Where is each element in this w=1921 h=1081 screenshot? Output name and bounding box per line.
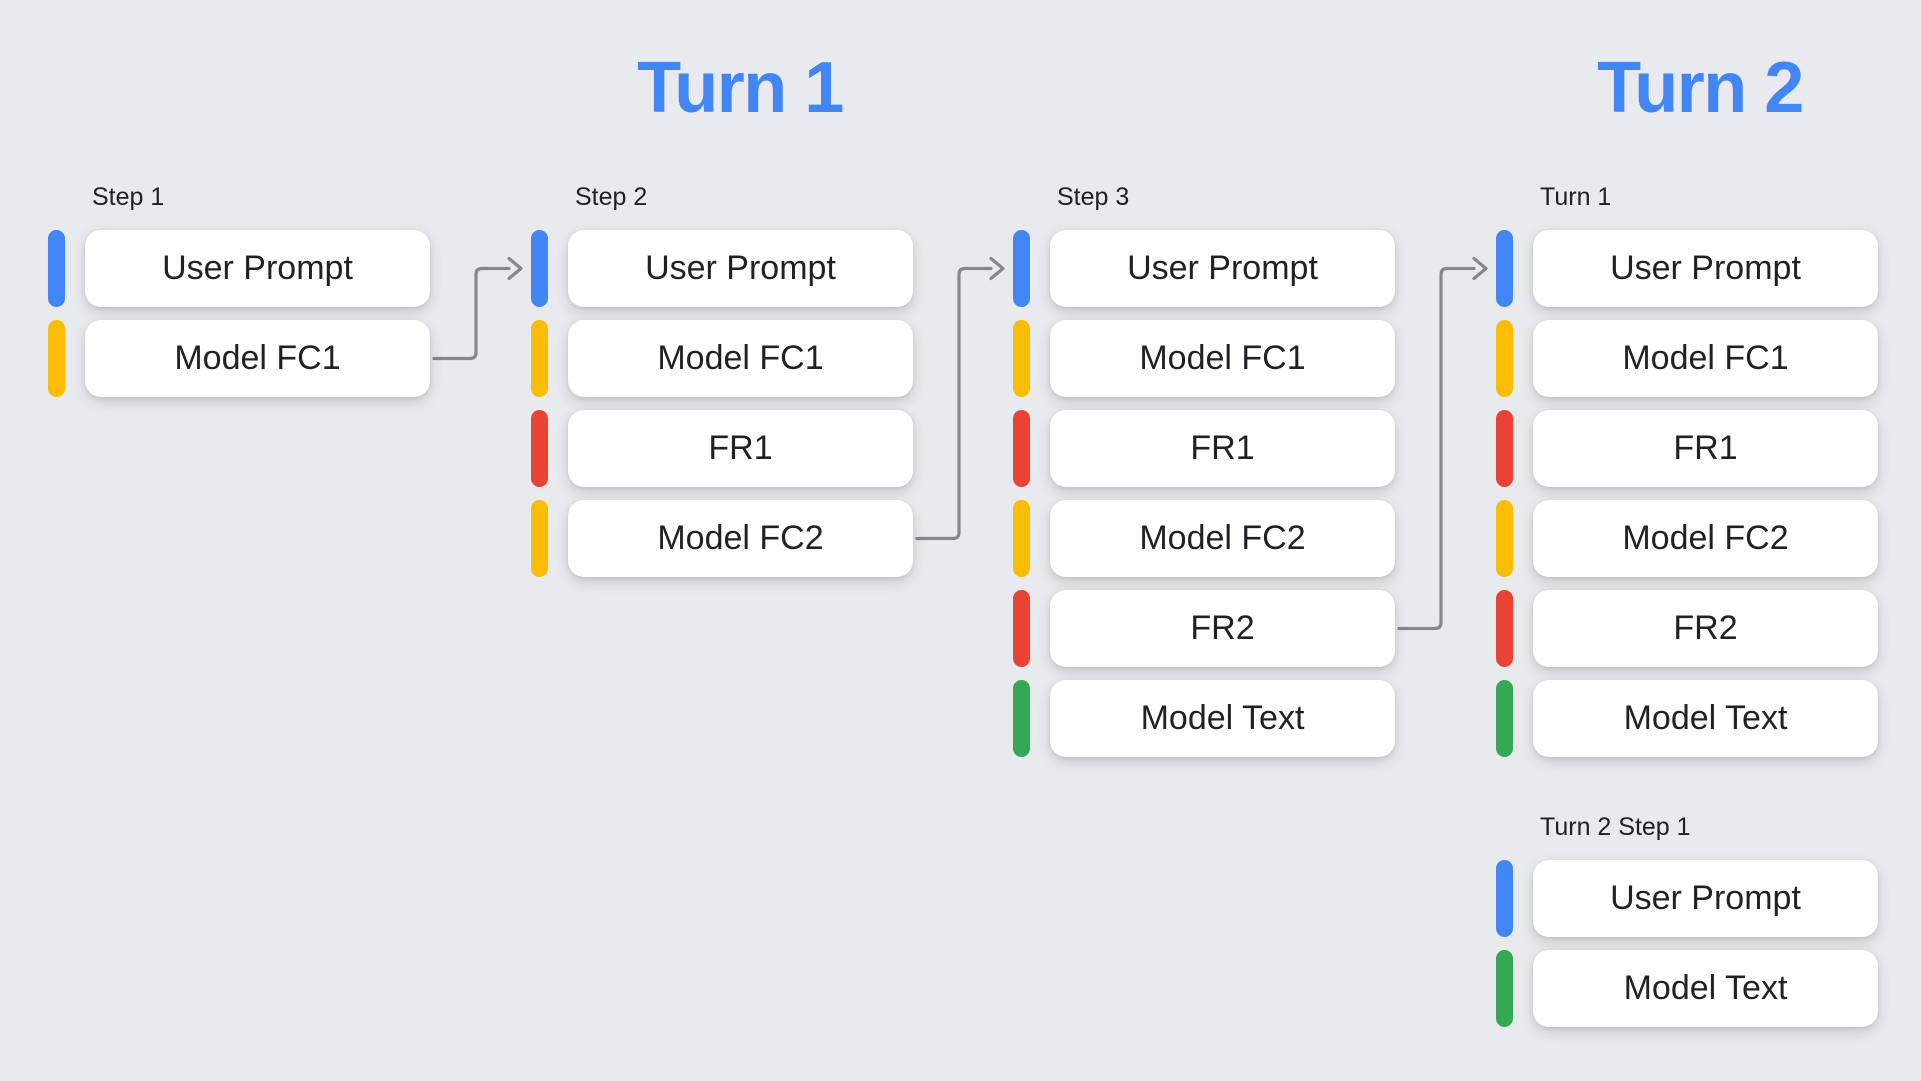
red-role-bar — [1496, 410, 1513, 487]
message-box-fr1: FR1 — [1533, 410, 1878, 487]
message-row: Model FC1 — [1013, 320, 1395, 397]
message-box-fr2: FR2 — [1050, 590, 1395, 667]
group-label: Turn 2 Step 1 — [1540, 813, 1691, 841]
message-row: Model FC1 — [1496, 320, 1878, 397]
message-row: Model FC2 — [1013, 500, 1395, 577]
message-row: Model FC2 — [1496, 500, 1878, 577]
group-label: Step 1 — [92, 183, 165, 211]
message-box-model-text: Model Text — [1050, 680, 1395, 757]
message-row: Model FC2 — [531, 500, 913, 577]
message-box-user-prompt: User Prompt — [85, 230, 430, 307]
message-box-model-fc1: Model FC1 — [85, 320, 430, 397]
yellow-role-bar — [531, 320, 548, 397]
red-role-bar — [1013, 410, 1030, 487]
message-box-fr2: FR2 — [1533, 590, 1878, 667]
green-role-bar — [1013, 680, 1030, 757]
message-box-model-fc1: Model FC1 — [1050, 320, 1395, 397]
message-box-model-fc1: Model FC1 — [568, 320, 913, 397]
blue-role-bar — [531, 230, 548, 307]
message-row: FR1 — [1013, 410, 1395, 487]
message-box-model-fc2: Model FC2 — [1533, 500, 1878, 577]
message-box-fr1: FR1 — [1050, 410, 1395, 487]
blue-role-bar — [48, 230, 65, 307]
group-label: Step 2 — [575, 183, 648, 211]
message-row: FR2 — [1013, 590, 1395, 667]
message-box-model-fc1: Model FC1 — [1533, 320, 1878, 397]
group-label: Step 3 — [1057, 183, 1130, 211]
red-role-bar — [531, 410, 548, 487]
message-box-model-fc2: Model FC2 — [1050, 500, 1395, 577]
green-role-bar — [1496, 680, 1513, 757]
message-row: User Prompt — [1496, 230, 1878, 307]
message-box-model-text: Model Text — [1533, 680, 1878, 757]
message-box-user-prompt: User Prompt — [1533, 860, 1878, 937]
message-row: Model Text — [1496, 950, 1878, 1027]
blue-role-bar — [1496, 860, 1513, 937]
group-label: Turn 1 — [1540, 183, 1612, 211]
message-row: FR2 — [1496, 590, 1878, 667]
blue-role-bar — [1496, 230, 1513, 307]
flow-arrow-fr2-to-user-prompt — [1397, 256, 1488, 631]
message-row: FR1 — [531, 410, 913, 487]
green-role-bar — [1496, 950, 1513, 1027]
message-row: User Prompt — [531, 230, 913, 307]
yellow-role-bar — [1013, 320, 1030, 397]
message-row: User Prompt — [1013, 230, 1395, 307]
yellow-role-bar — [531, 500, 548, 577]
message-row: Model Text — [1496, 680, 1878, 757]
red-role-bar — [1496, 590, 1513, 667]
message-box-user-prompt: User Prompt — [1050, 230, 1395, 307]
message-box-model-fc2: Model FC2 — [568, 500, 913, 577]
flow-arrow-model-fc2-to-user-prompt — [915, 256, 1005, 541]
message-box-user-prompt: User Prompt — [568, 230, 913, 307]
turn-2-title: Turn 2 — [1597, 48, 1804, 128]
message-row: Model Text — [1013, 680, 1395, 757]
red-role-bar — [1013, 590, 1030, 667]
message-box-fr1: FR1 — [568, 410, 913, 487]
message-box-user-prompt: User Prompt — [1533, 230, 1878, 307]
yellow-role-bar — [1013, 500, 1030, 577]
turn-1-title: Turn 1 — [637, 48, 844, 128]
message-row: Model FC1 — [531, 320, 913, 397]
message-box-model-text: Model Text — [1533, 950, 1878, 1027]
blue-role-bar — [1013, 230, 1030, 307]
yellow-role-bar — [48, 320, 65, 397]
yellow-role-bar — [1496, 500, 1513, 577]
message-row: User Prompt — [1496, 860, 1878, 937]
message-row: FR1 — [1496, 410, 1878, 487]
message-row: Model FC1 — [48, 320, 430, 397]
flow-arrow-model-fc1-to-user-prompt — [432, 256, 523, 361]
yellow-role-bar — [1496, 320, 1513, 397]
message-row: User Prompt — [48, 230, 430, 307]
